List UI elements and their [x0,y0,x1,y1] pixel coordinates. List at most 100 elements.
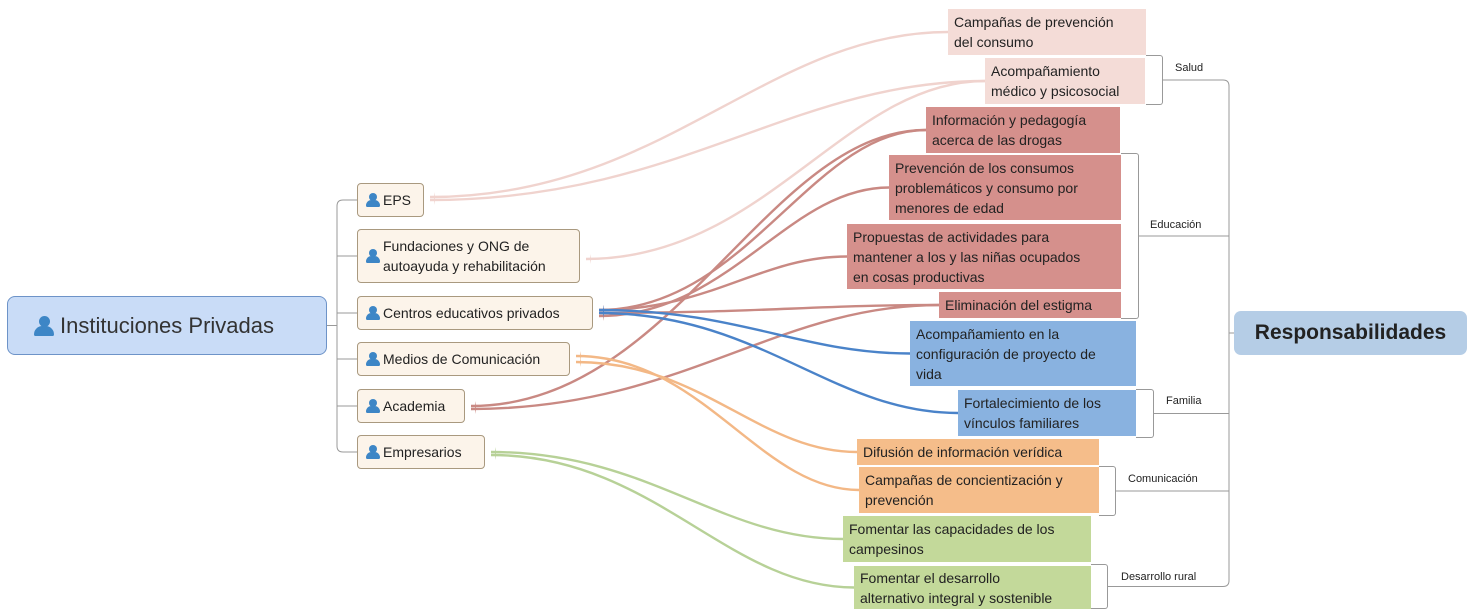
task-label: Difusión de información verídica [863,444,1063,460]
task-label: Fomentar el desarrollo alternativo integr… [860,568,1052,608]
task-eliminacion-estigma[interactable]: Eliminación del estigma [939,292,1121,318]
actor-node-centros[interactable]: Centros educativos privados [357,296,593,330]
link-line [470,303,940,411]
link-line [598,186,890,318]
task-label: Fomentar las capacidades de los campesino… [849,519,1054,559]
task-label: Acompañamiento en la configuración de pro… [916,324,1096,384]
task-label-line: mantener a los y las niñas ocupados [853,248,1081,265]
arrowhead [495,450,496,460]
task-desarrollo-alternativo[interactable]: Fomentar el desarrollo alternativo integr… [854,566,1091,609]
task-label-line: Fomentar las capacidades de los [849,521,1055,537]
arrowhead [475,404,476,414]
task-proyecto-de-vida[interactable]: Acompañamiento en la configuración de pro… [910,321,1136,386]
arrowhead [590,254,591,264]
category-label-familia: Familia [1166,395,1202,407]
task-label-line: Propuestas de actividades para [853,228,1050,245]
arrowhead [434,195,435,205]
link-line [470,128,927,408]
link-line [429,79,986,202]
task-label-line: alternativo integral y sostenible [860,589,1053,606]
task-label-line: en cosas productivas [853,268,985,285]
root-node[interactable]: Instituciones Privadas [7,296,327,355]
person-icon [366,399,380,413]
person-icon [366,193,380,207]
actor-label-line: autoayuda y rehabilitación [383,258,546,274]
responsabilidades-node[interactable]: Responsabilidades [1234,311,1467,355]
actor-node-medios[interactable]: Medios de Comunicación [357,342,570,376]
link-line [598,255,848,312]
actor-label: EPS [383,192,412,208]
link-line [598,311,959,415]
task-label-line: configuración de proyecto de [916,345,1096,362]
task-propuestas-actividades[interactable]: Propuestas de actividades para mantener a… [847,224,1121,289]
bracket-familia [1136,389,1154,438]
category-label-educacion: Educación [1150,219,1202,231]
actor-label: Centros educativos privados [383,305,560,321]
person-icon [366,445,380,459]
task-label: Propuestas de actividades para mantener a… [853,227,1080,287]
arrowhead [580,351,581,361]
bracket-comunicacion [1099,466,1116,516]
actor-node-fundaciones[interactable]: Fundaciones y ONG de autoayuda y rehabil… [357,229,580,283]
task-label: Información y pedagogía acerca de las dro… [932,110,1086,150]
link-line [585,79,986,261]
task-label-line: menores de edad [895,199,1004,216]
bracket-salud [1146,55,1163,105]
task-label-line: Fortalecimiento de los [964,395,1101,411]
task-label-line: Fomentar el desarrollo [860,569,1001,586]
task-label-line: Campañas de prevención [954,14,1114,30]
category-branch-line [1163,79,1230,87]
task-capacidades-campesinos[interactable]: Fomentar las capacidades de los campesino… [843,516,1091,562]
task-vinculos-familiares[interactable]: Fortalecimiento de los vínculos familiare… [958,390,1136,436]
task-label-line: Acompañamiento en la [916,325,1060,342]
task-difusion-informacion[interactable]: Difusión de información verídica [857,439,1099,465]
category-branch-line [1108,580,1230,587]
link-line [429,30,949,199]
link-line [598,128,927,312]
person-icon [366,306,380,320]
actor-label-line: Fundaciones y ONG de [383,238,530,254]
person-icon [34,315,54,336]
actor-label: Academia [383,398,446,414]
task-label-line: vínculos familiares [964,415,1080,431]
actor-node-empresarios[interactable]: Empresarios [357,435,485,469]
task-label: Eliminación del estigma [945,297,1093,313]
task-label-line: vida [916,365,942,382]
task-prevencion-consumos[interactable]: Prevención de los consumos problemáticos … [889,155,1121,220]
task-label: Fortalecimiento de los vínculos familiare… [964,393,1101,433]
actor-label: Medios de Comunicación [383,351,541,367]
category-label-salud: Salud [1175,62,1204,74]
link-line [575,354,860,492]
actor-label: Empresarios [383,444,462,460]
task-label-line: acerca de las drogas [932,132,1062,148]
link-line [490,453,855,589]
task-informacion-pedagogia[interactable]: Información y pedagogía acerca de las dro… [926,107,1120,153]
task-label: Prevención de los consumos problemáticos … [895,158,1078,218]
link-line [490,450,844,541]
actor-node-eps[interactable]: EPS [357,183,424,217]
actor-branch-line [336,445,357,453]
category-label-rural: Desarrollo rural [1121,571,1197,583]
task-label-line: campesinos [849,541,924,557]
task-label-line: Información y pedagogía [932,112,1087,128]
task-label-line: Prevención de los consumos [895,159,1074,176]
actor-branch-line [336,199,357,207]
task-label-line: problemáticos y consumo por [895,179,1078,196]
category-label-comunicacion: Comunicación [1128,473,1198,485]
link-line [598,308,911,355]
person-icon [366,249,380,263]
root-label: Instituciones Privadas [60,312,274,338]
bracket-educacion [1121,153,1139,319]
actor-node-academia[interactable]: Academia [357,389,465,423]
actor-label: Fundaciones y ONG de autoayuda y rehabil… [383,236,546,276]
task-label-line: médico y psicosocial [991,83,1120,99]
task-label-line: Campañas de concientización y [865,472,1063,488]
arrowhead [603,308,604,318]
